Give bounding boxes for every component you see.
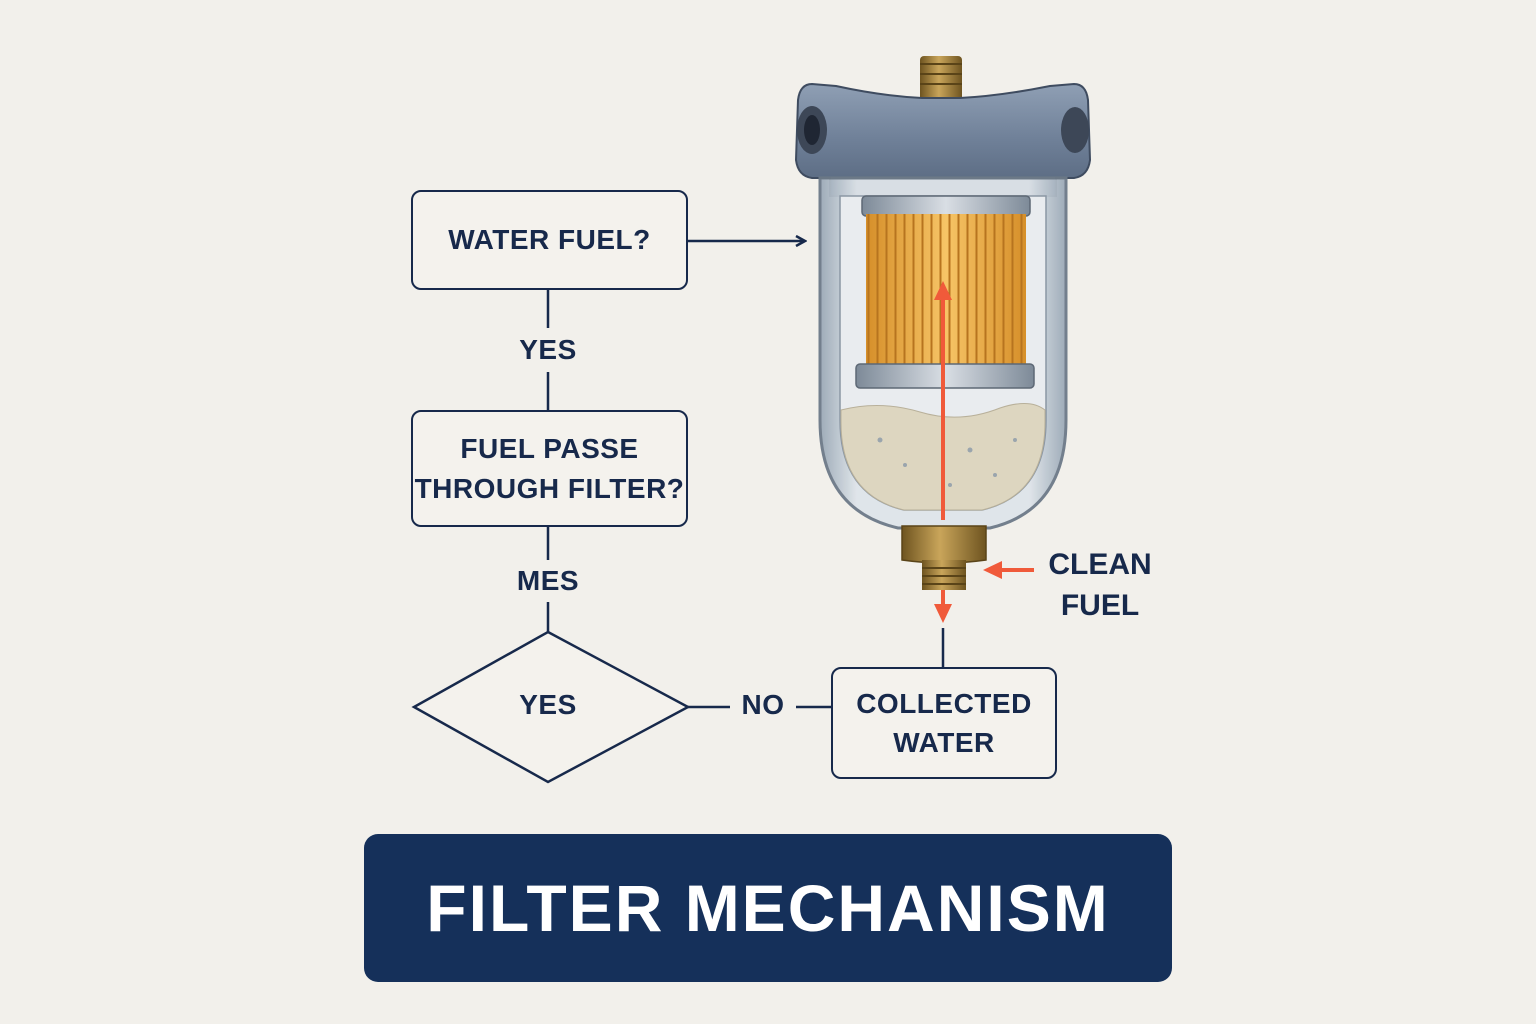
edge-label-yes-2: MES (508, 565, 588, 597)
element-top-cap (861, 195, 1031, 217)
top-fitting (920, 56, 962, 102)
edge-label-no: NO (733, 689, 793, 721)
box-fuel-passes-text: FUEL PASSE THROUGH FILTER? (414, 433, 685, 504)
outlet-port (1061, 107, 1089, 153)
decision-label-yes: YES (519, 689, 577, 720)
box-collected-water-text: COLLECTED WATER (856, 687, 1032, 758)
title-banner: FILTER MECHANISM (364, 834, 1172, 982)
edge-label-yes-1: YES (508, 334, 588, 366)
clean-fuel-label: CLEAN FUEL (1048, 548, 1152, 622)
bottom-fitting (901, 525, 987, 564)
filter-head (794, 82, 1092, 197)
box-water-fuel: WATER FUEL? (411, 190, 688, 290)
decision-diamond (411, 630, 691, 784)
box-collected-water: COLLECTED WATER (831, 667, 1057, 779)
banner-title: FILTER MECHANISM (426, 871, 1110, 945)
box-water-fuel-text: WATER FUEL? (448, 224, 651, 256)
box-fuel-passes: FUEL PASSE THROUGH FILTER? (411, 410, 688, 527)
